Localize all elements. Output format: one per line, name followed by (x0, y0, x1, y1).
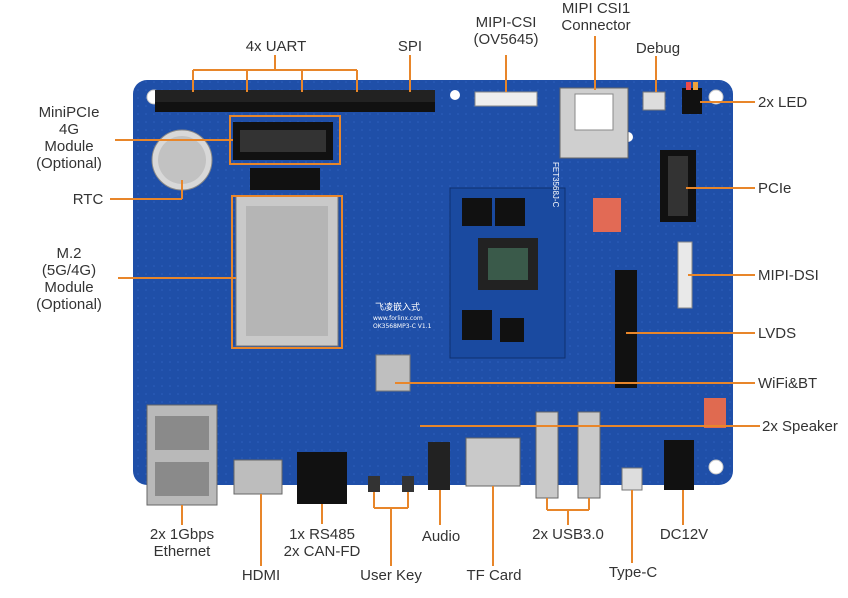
rs485-can-connector (297, 452, 347, 504)
label-rtc: RTC (72, 191, 104, 208)
som-text: FET3568J-C (551, 162, 560, 208)
label-minipcie: MiniPCIe 4G Module (Optional) (36, 104, 102, 172)
label-mipi-csi: MIPI-CSI (OV5645) (473, 14, 539, 48)
speaker-connectors (704, 398, 726, 428)
usb3-port-1 (535, 411, 559, 499)
som-core-board: FET3568J-C (449, 162, 566, 359)
brand-text: 飞凌嵌入式 (375, 301, 420, 313)
uart-spi-headers (155, 90, 435, 112)
label-hdmi: HDMI (241, 567, 281, 584)
ethernet-jacks (146, 404, 218, 506)
label-usb3: 2x USB3.0 (532, 526, 604, 543)
label-uart: 4x UART (245, 38, 307, 55)
usb3-port-2 (577, 411, 601, 499)
debug-port (642, 91, 666, 111)
label-pcie: PCIe (758, 180, 792, 197)
label-dc12v: DC12V (659, 526, 709, 543)
label-led: 2x LED (758, 94, 808, 111)
callout-lines (110, 36, 760, 566)
url-text: www.forlinx.com (373, 315, 423, 322)
label-lvds: LVDS (758, 325, 797, 342)
type-c-port (621, 467, 643, 491)
tf-card-slot (465, 437, 521, 487)
model-text: OK3568MP3-C V1.1 (373, 323, 432, 330)
label-rs485-can: 1x RS485 2x CAN-FD (283, 526, 361, 560)
label-audio: Audio (421, 528, 461, 545)
user-key-2 (402, 476, 414, 492)
label-user-key: User Key (360, 567, 422, 584)
lvds-header (615, 270, 637, 388)
label-mipi-dsi: MIPI-DSI (758, 267, 819, 284)
label-wifi-bt: WiFi&BT (758, 375, 818, 392)
mipi-csi-connector (474, 91, 538, 107)
label-debug: Debug (635, 40, 681, 57)
label-type-c: Type-C (608, 564, 658, 581)
dc12v-jack (664, 440, 694, 490)
label-tf-card: TF Card (466, 567, 522, 584)
user-key-1 (368, 476, 380, 492)
label-speaker: 2x Speaker (762, 418, 838, 435)
wifi-bt-module (375, 354, 411, 392)
dip-switch (593, 198, 621, 232)
label-m2: M.2 (5G/4G) Module (Optional) (36, 245, 102, 313)
hdmi-connector (233, 459, 283, 495)
audio-jack (428, 442, 450, 490)
label-mipi-csi1: MIPI CSI1 Connector (561, 0, 631, 34)
label-spi: SPI (397, 38, 423, 55)
label-ethernet: 2x 1Gbps Ethernet (149, 526, 215, 560)
led-block (682, 88, 702, 114)
m2-slot (250, 168, 320, 190)
